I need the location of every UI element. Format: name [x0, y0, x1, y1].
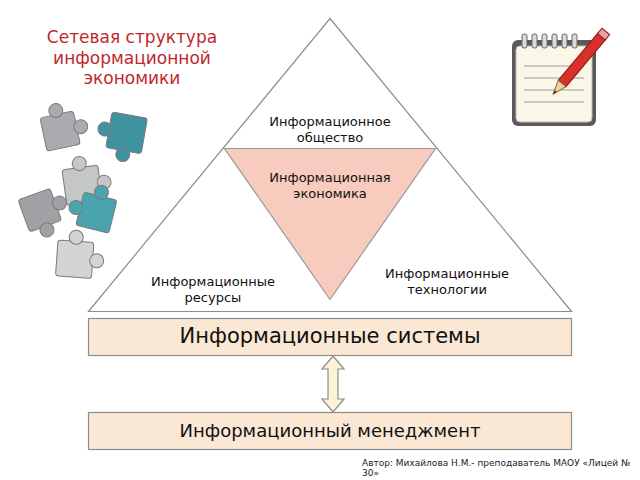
inner-triangle: Информационная экономика [224, 148, 436, 300]
puzzle-pieces [18, 98, 147, 279]
node-label: Информационное общество [255, 114, 405, 145]
triangle-outline [225, 149, 436, 300]
band-outline [89, 319, 572, 356]
triangle-outline [89, 19, 572, 312]
band-outline [89, 413, 572, 450]
node-label: Информационные технологии [367, 266, 527, 297]
node-label: Информационный менеджмент [95, 420, 565, 442]
triangle-region: Информационное обществоИнформационные ре… [88, 18, 572, 312]
process-band: Информационный менеджмент [88, 412, 572, 450]
process-band: Информационные системы [88, 318, 572, 356]
node-label: Информационные системы [95, 324, 565, 349]
node-label: Информационная экономика [250, 170, 410, 201]
diagram-title: Сетевая структура информационной экономи… [16, 27, 248, 89]
notepad-icon [512, 28, 610, 126]
double-arrow [322, 356, 344, 412]
node-label: Информационные ресурсы [138, 274, 288, 305]
author-note: Автор: Михайлова Н.М.- преподаватель МАО… [362, 458, 634, 479]
